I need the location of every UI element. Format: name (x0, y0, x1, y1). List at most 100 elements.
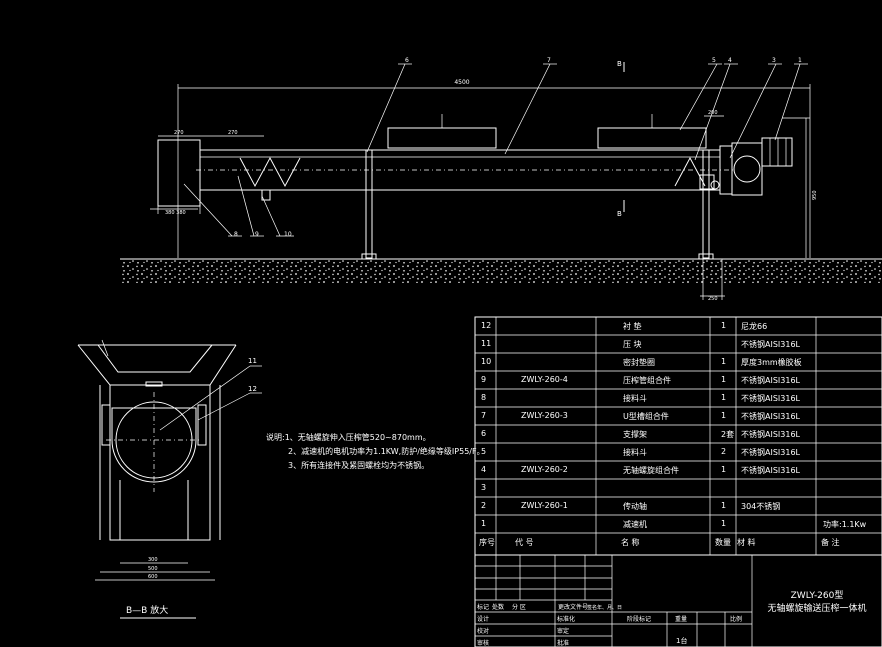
bom-cell-material: 不锈钢AISI316L (741, 448, 800, 457)
callout-11: 11 (248, 357, 257, 365)
callout-5: 5 (712, 57, 716, 64)
note-item-2: 2、减速机的电机功率为1.1KW,防护/绝缘等级IP55/F。 (288, 447, 485, 456)
table-row: 8 接料斗 1 不锈钢AISI316L (475, 389, 882, 407)
table-row: 1 减速机 1 功率:1.1Kw (475, 515, 882, 533)
motor (761, 137, 793, 167)
inlet-width-dim: 270 (174, 130, 184, 136)
bom-header-row: 序号代 号名 称数量材 料备 注 (475, 533, 882, 551)
bom-cell-material: 不锈钢AISI316L (741, 466, 800, 475)
top-hopper-left (387, 127, 497, 149)
bom-cell-name: 接料斗 (623, 448, 647, 457)
screw-flight (239, 156, 706, 188)
note-item-3: 3、所有连接件及紧固螺栓均为不锈钢。 (288, 461, 430, 470)
detail-dim-500: 500 (148, 566, 158, 572)
tb-label-date: 年、月、日 (597, 604, 622, 611)
ground-hatch (120, 259, 882, 283)
bom-cell-remark: 功率:1.1Kw (823, 520, 867, 529)
bom-cell-qty: 1 (721, 519, 727, 528)
tb-label-review: 审核 (477, 639, 489, 647)
bom-cell-name: 无轴螺旋组合件 (623, 466, 679, 475)
table-row: 3 (475, 479, 882, 497)
callout-12: 12 (248, 385, 257, 393)
bom-cell-name: 支撑架 (623, 430, 647, 439)
bom-cell-no: 7 (481, 411, 487, 420)
bom-header-cell: 数量 (715, 538, 731, 547)
callout-8: 8 (234, 231, 238, 238)
bom-cell-no: 9 (481, 375, 487, 384)
title-block-grid (474, 554, 882, 647)
bom-cell-no: 8 (481, 393, 487, 402)
hopper-offset-dim: 380 380 (165, 210, 186, 216)
support-left (365, 149, 373, 259)
table-row: 7 ZWLY-260-3 U型槽组合件 1 不锈钢AISI316L (475, 407, 882, 425)
gearbox (731, 142, 763, 196)
callouts-top: 6 7 5 4 3 1 (366, 57, 808, 161)
section-mark-bottom: B (617, 210, 622, 218)
bom-cell-no: 3 (481, 483, 487, 492)
bom-cell-material: 不锈钢AISI316L (741, 412, 800, 421)
bom-header-cell: 材 料 (737, 538, 756, 547)
bom-cell-qty: 1 (721, 411, 727, 420)
bom-cell-qty: 2 (721, 447, 727, 456)
detail-dim-600: 600 (148, 574, 158, 580)
tb-label-zone: 分 区 (512, 603, 526, 611)
bom-cell-code: ZWLY-260-4 (521, 375, 568, 384)
bom-cell-qty: 1 (721, 393, 727, 402)
bom-cell-qty: 2套 (721, 430, 735, 439)
base-offset-dim: 250 (708, 296, 718, 302)
callout-9: 9 (255, 231, 259, 238)
bom-cell-name: 接料斗 (623, 394, 647, 403)
bom-cell-material: 304不锈钢 (741, 502, 781, 511)
tb-scale-value: 1台 (676, 636, 687, 645)
bom-cell-no: 2 (481, 501, 487, 510)
bom-header-cell: 名 称 (621, 538, 640, 547)
bom-cell-qty: 1 (721, 375, 727, 384)
bom-cell-no: 1 (481, 519, 487, 528)
height-dim: 950 (812, 190, 818, 200)
bom-cell-no: 4 (481, 465, 487, 474)
bom-cell-code: ZWLY-260-3 (521, 411, 568, 420)
notes-block: 说明:1、无轴螺旋伸入压榨管520~870mm。 2、减速机的电机功率为1.1K… (266, 431, 485, 473)
tb-label-design: 设计 (477, 615, 489, 623)
tb-label-ratify: 批准 (557, 639, 569, 647)
tb-label-change: 更改文件号 (558, 603, 588, 611)
bom-cell-name: 衬 垫 (623, 322, 642, 331)
bom-grid (474, 316, 882, 556)
bom-cell-code: ZWLY-260-1 (521, 501, 568, 510)
bom-header-cell: 代 号 (515, 538, 534, 547)
bom-cell-name: 压榨管组合件 (623, 376, 671, 385)
callouts-bottom: 8 9 10 (183, 175, 294, 238)
tb-label-mark: 标记 (477, 603, 489, 611)
bom-cell-no: 10 (481, 357, 492, 366)
bom-cell-material: 不锈钢AISI316L (741, 394, 800, 403)
tb-product-line2: 无轴螺旋输送压榨一体机 (767, 602, 866, 614)
support-right (702, 149, 710, 259)
tb-label-standard: 标准化 (557, 615, 575, 623)
bom-cell-name: U型槽组合件 (623, 412, 669, 421)
detail-title: B—B 放大 (126, 604, 168, 616)
bom-cell-name: 减速机 (623, 520, 647, 529)
left-offset-dim: 270 (228, 130, 238, 136)
tb-label-count: 处数 (492, 603, 504, 611)
bom-cell-name: 传动轴 (623, 502, 647, 511)
tb-label-sign: 签名 (587, 604, 597, 611)
tb-label-weight: 重量 (675, 615, 687, 623)
bom-cell-material: 不锈钢AISI316L (741, 340, 800, 349)
notes-heading: 说明: (266, 433, 285, 442)
tb-label-approve: 审定 (557, 627, 569, 635)
detail-bb-view: 300 500 600 11 12 B—B 放大 (77, 339, 262, 619)
detail-dim-300: 300 (148, 557, 158, 563)
callout-7: 7 (547, 57, 551, 64)
callout-6: 6 (405, 57, 409, 64)
section-mark-top: B (617, 60, 622, 68)
note-item-1: 1、无轴螺旋伸入压榨管520~870mm。 (284, 433, 431, 442)
top-hopper-right (597, 127, 707, 149)
bom-header-cell: 序号 (479, 538, 495, 547)
